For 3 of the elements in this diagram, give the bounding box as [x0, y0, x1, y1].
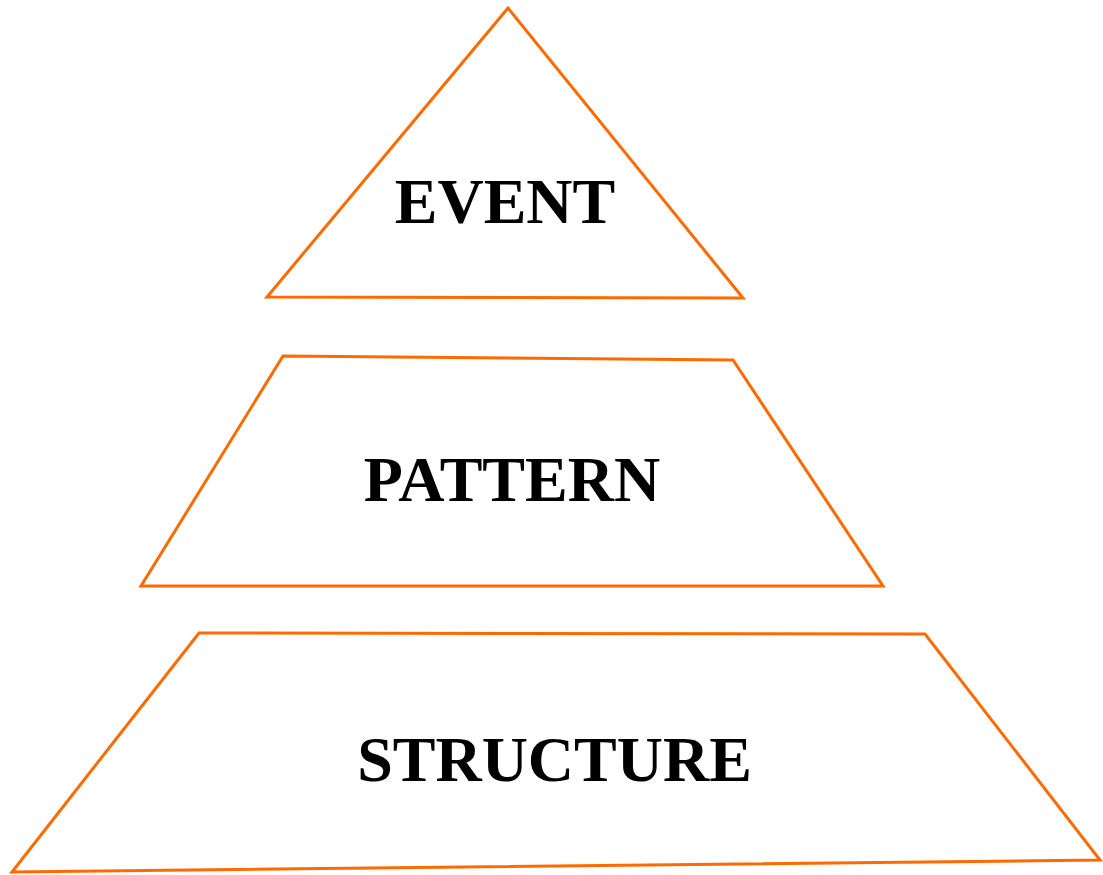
- level-label: EVENT: [394, 170, 616, 234]
- level-label: PATTERN: [363, 448, 661, 512]
- level-label: STRUCTURE: [357, 728, 752, 792]
